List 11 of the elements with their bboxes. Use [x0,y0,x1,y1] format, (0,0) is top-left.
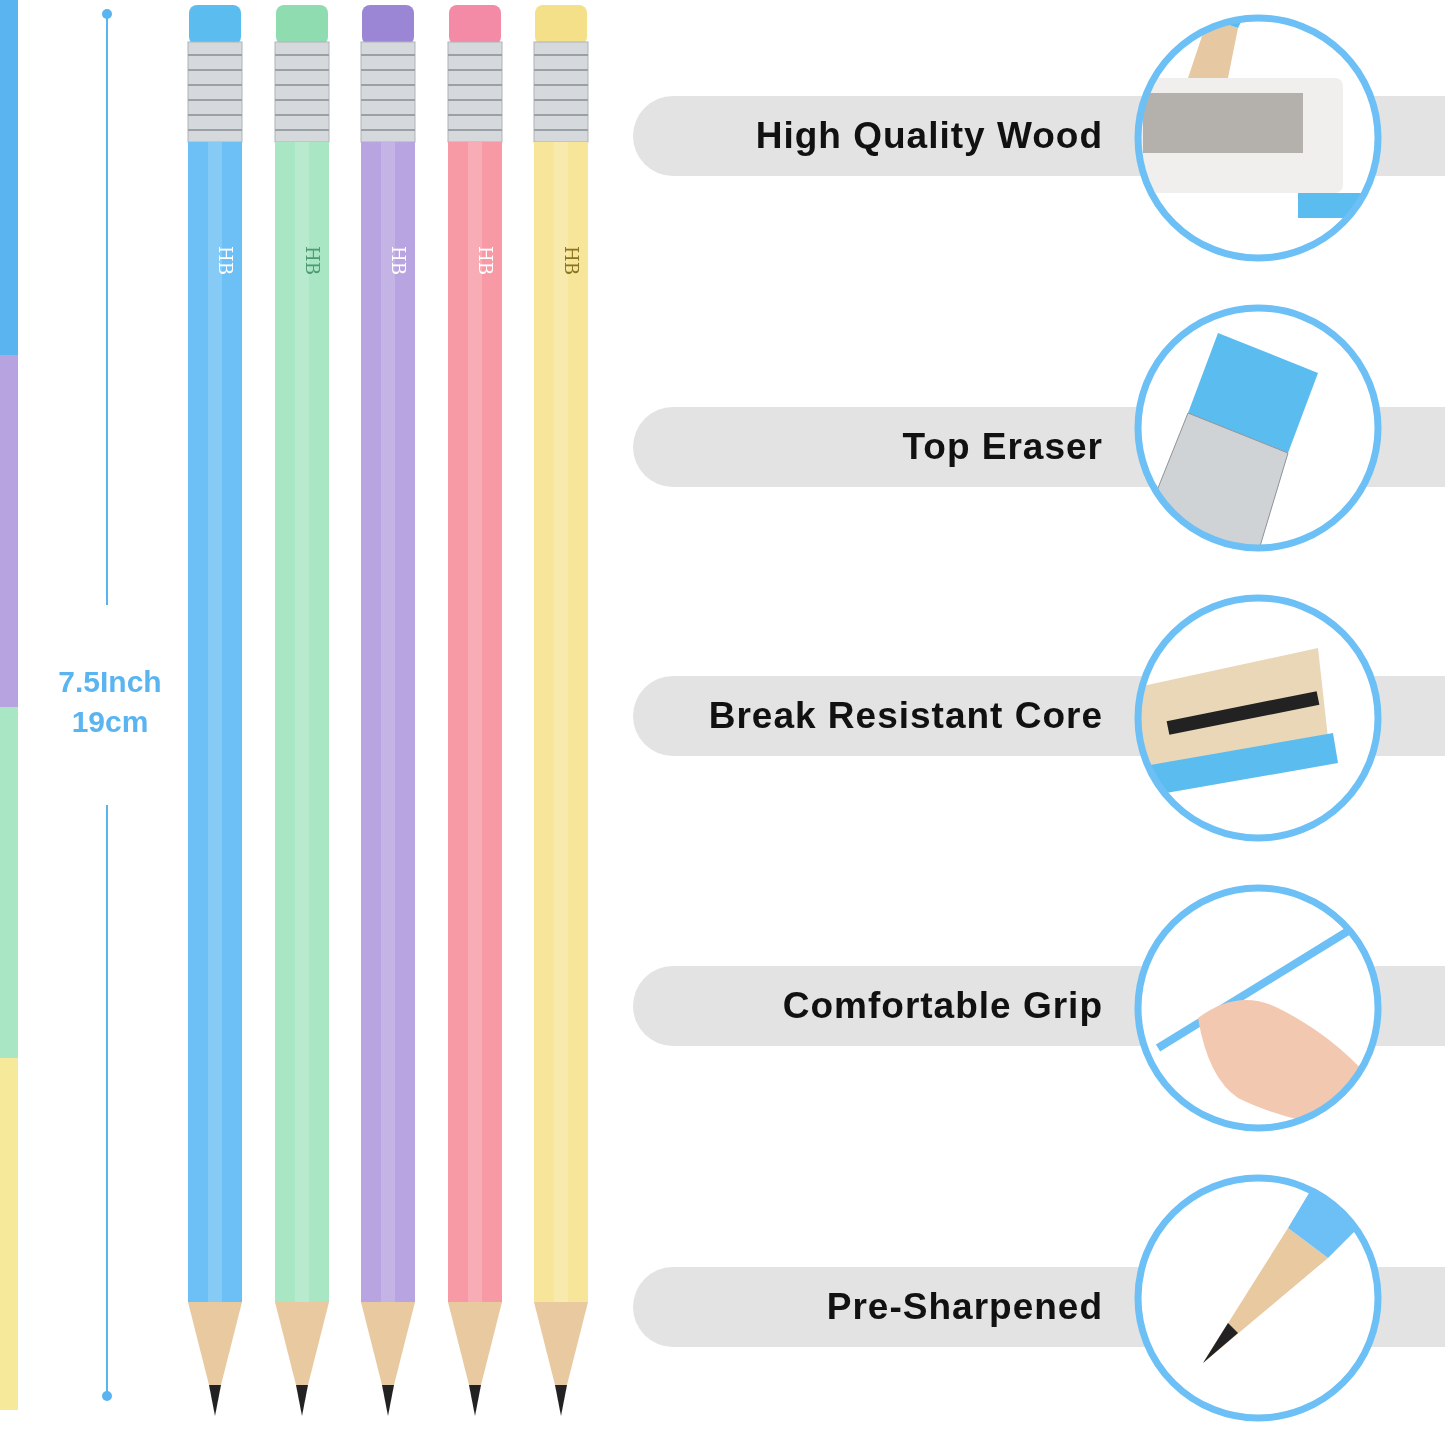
dimension-label: 7.5Inch 19cm [57,664,163,740]
grade-mark: HB [387,246,409,275]
grade-mark: HB [560,246,582,275]
grade-mark: HB [214,246,236,275]
feature-label: High Quality Wood [755,115,1103,157]
grade-mark: HB [474,246,496,275]
grade-mark: HB [301,246,323,275]
feature-label: Top Eraser [902,426,1103,468]
feature-label: Pre-Sharpened [826,1286,1103,1328]
feature-label: Break Resistant Core [708,695,1103,737]
feature-label: Comfortable Grip [782,985,1103,1027]
